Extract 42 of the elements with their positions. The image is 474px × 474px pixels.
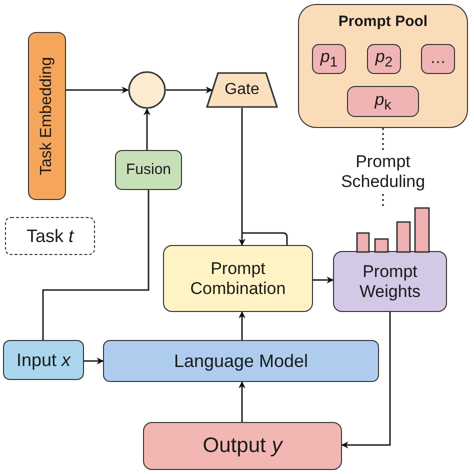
arrow (238, 108, 246, 246)
gate-trapezoid (206, 72, 278, 108)
arrow (313, 276, 334, 284)
process-box (3, 340, 84, 380)
node-label: Task t (26, 226, 74, 246)
process-box (103, 340, 379, 382)
arrow (84, 358, 104, 364)
process-box (163, 245, 313, 312)
node-label: Task Embedding (38, 56, 56, 176)
process-box (143, 422, 342, 470)
process-box (333, 251, 447, 312)
process-box (347, 86, 419, 117)
arrow (166, 86, 213, 94)
dotted-line (382, 128, 384, 150)
arrow (341, 312, 391, 448)
arrow (238, 311, 246, 340)
pool-panel (298, 4, 468, 128)
node-label: Input x (16, 350, 71, 370)
process-box (312, 44, 346, 74)
bar-chart-drawing (356, 206, 430, 252)
arrow (144, 108, 150, 150)
node-label: Prompt Weights (358, 262, 422, 302)
node-label: … (430, 50, 446, 68)
node-label: Fusion (126, 161, 172, 179)
arrow (66, 86, 129, 94)
node-label: Gate (224, 80, 260, 98)
node-label: Output y (202, 434, 282, 458)
panel-heading: Prompt Pool (338, 12, 428, 30)
node-label: p$_{2}$ (375, 47, 393, 71)
process-box (115, 150, 182, 190)
process-box (421, 44, 455, 74)
task-box (5, 217, 95, 255)
dotted-line (382, 194, 384, 206)
process-box (28, 32, 66, 200)
node-label: p$_{k}$ (374, 90, 392, 114)
process-box (367, 44, 401, 74)
node-label: p$_{1}$ (320, 47, 338, 71)
arrow (238, 381, 246, 422)
node-label: Language Model (174, 350, 308, 372)
combine-circle (128, 71, 166, 109)
node-label: Prompt Combination (189, 258, 287, 298)
scheduling-label: Prompt Scheduling (340, 152, 426, 192)
